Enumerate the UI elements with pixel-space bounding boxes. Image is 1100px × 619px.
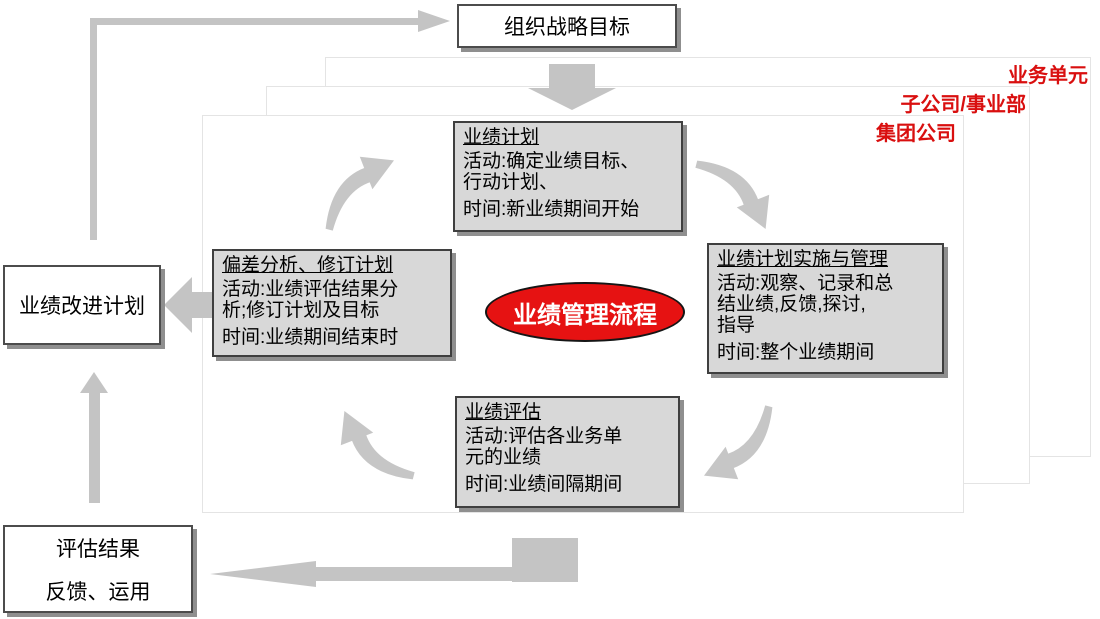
cycle-box-plan: 业绩计划 活动:确定业绩目标、 行动计划、 时间:新业绩期间开始 [453, 121, 683, 232]
cycle-box-evaluate-title: 业绩评估 [465, 402, 542, 423]
arrow-result-up-icon [80, 372, 108, 393]
cycle-box-deviation-time: 时间:业绩期间结束时 [222, 326, 399, 348]
cycle-box-implement: 业绩计划实施与管理 活动:观察、记录和总 结业绩,反馈,探讨, 指导 时间:整个… [707, 243, 944, 374]
cycle-box-evaluate-time: 时间:业绩间隔期间 [465, 473, 623, 495]
process-title-label: 业绩管理流程 [513, 301, 657, 329]
cycle-box-deviation: 偏差分析、修订计划 活动:业绩评估结果分 析;修订计划及目标 时间:业绩期间结束… [212, 249, 452, 357]
arrow-left-into-result-icon [210, 561, 316, 587]
cycle-box-deviation-title: 偏差分析、修订计划 [222, 255, 394, 276]
cycle-box-deviation-activity: 活动:业绩评估结果分 析;修订计划及目标 [222, 278, 399, 321]
curved-arrow-implement-to-evaluate-icon [695, 400, 785, 490]
cycle-box-plan-title: 业绩计划 [463, 127, 540, 148]
level-label-business-unit: 业务单元 [1008, 65, 1088, 87]
connector-improve-to-strategy-vertical [90, 18, 97, 240]
arrow-strategy-down-icon [528, 88, 616, 110]
curved-arrow-plan-to-implement-icon [690, 148, 780, 238]
cycle-box-implement-title: 业绩计划实施与管理 [717, 249, 889, 270]
connector-improve-to-strategy-horizontal [90, 18, 418, 25]
cycle-box-implement-time: 时间:整个业绩期间 [717, 341, 875, 363]
cycle-box-plan-activity: 活动:确定业绩目标、 行动计划、 [463, 150, 640, 193]
strategy-goal-box: 组织战略目标 [457, 4, 677, 48]
improvement-plan-box: 业绩改进计划 [3, 265, 161, 345]
curved-arrow-deviation-to-plan-icon [313, 146, 403, 236]
cycle-box-evaluate-activity: 活动:评估各业务单 元的业绩 [465, 425, 623, 468]
arrow-to-improve-icon [164, 277, 192, 333]
evaluation-result-box: 评估结果 反馈、运用 [3, 525, 193, 613]
level-label-group-company: 集团公司 [876, 123, 956, 145]
process-title-ellipse: 业绩管理流程 [485, 282, 685, 342]
curved-arrow-evaluate-to-deviation-icon [330, 402, 420, 492]
improvement-plan-label: 业绩改进计划 [19, 295, 145, 318]
cycle-box-implement-activity: 活动:观察、记录和总 结业绩,反馈,探讨, 指导 [717, 272, 894, 336]
evaluation-result-line1: 评估结果 [56, 537, 140, 561]
level-label-subsidiary: 子公司/事业部 [900, 94, 1026, 116]
evaluation-result-line2: 反馈、运用 [45, 580, 151, 604]
strategy-goal-label: 组织战略目标 [504, 16, 630, 39]
arrow-strategy-down-shaft [549, 64, 595, 88]
arrow-result-up-shaft [89, 392, 100, 503]
connector-evaluate-left-shaft [314, 567, 578, 581]
cycle-box-plan-time: 时间:新业绩期间开始 [463, 198, 640, 220]
cycle-box-evaluate: 业绩评估 活动:评估各业务单 元的业绩 时间:业绩间隔期间 [455, 396, 680, 508]
arrow-right-into-strategy-icon [418, 10, 450, 32]
